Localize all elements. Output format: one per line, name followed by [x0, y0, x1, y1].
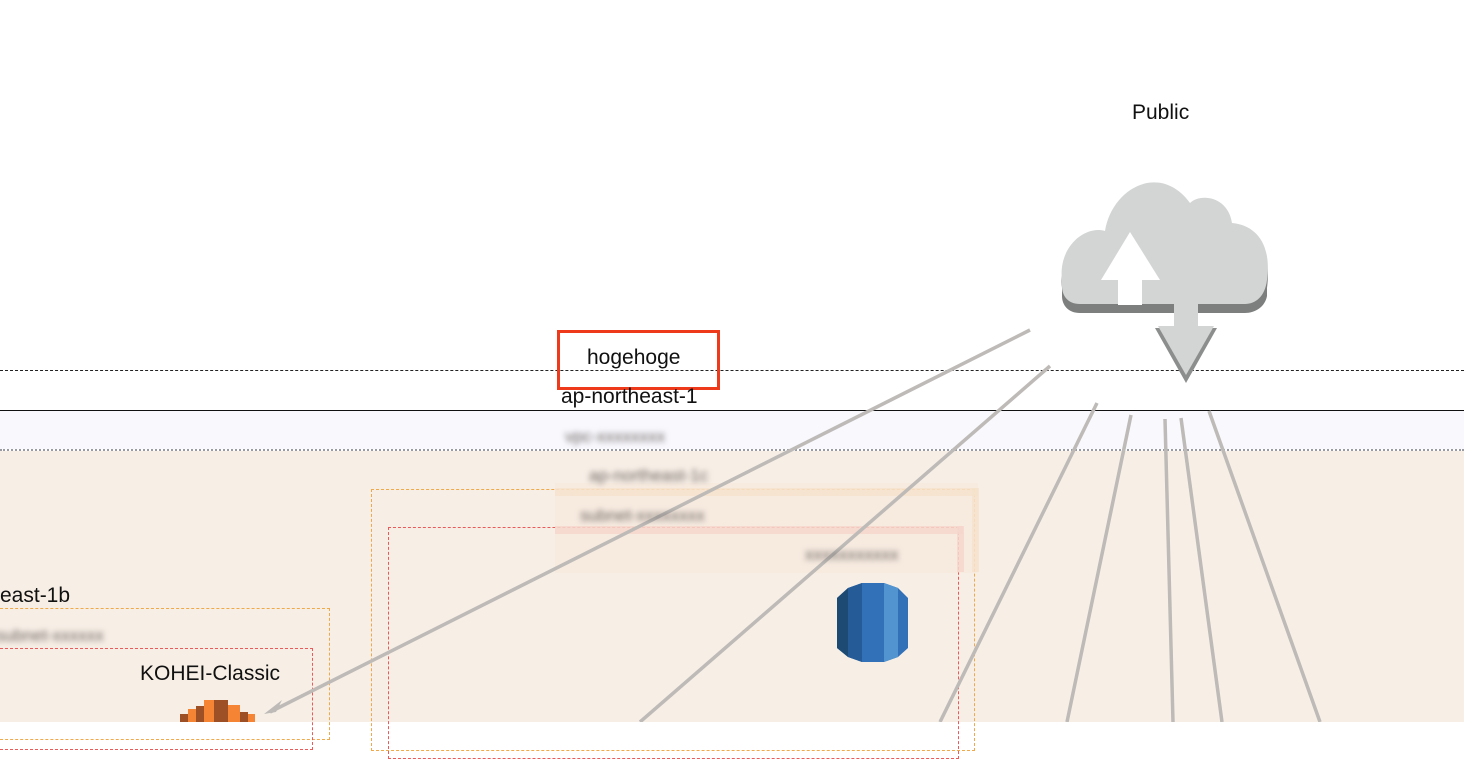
- connector-5: [1179, 417, 1224, 722]
- selection-highlight[interactable]: [557, 330, 720, 390]
- vpc-separator: [0, 449, 1464, 451]
- vpc-label-redacted: vpc-xxxxxxxx: [565, 427, 666, 446]
- connector-4: [1163, 418, 1175, 722]
- connector-2: [938, 402, 1099, 722]
- diagram-canvas: [180, 182, 1322, 722]
- ec2-instance-label[interactable]: KOHEI-Classic: [140, 662, 281, 685]
- selected-element-label[interactable]: hogehoge: [587, 346, 681, 369]
- subnet-label-redacted: subnet-xxxxxxxx: [580, 506, 705, 525]
- connector-1: [638, 364, 1052, 722]
- arrowhead-icon: [264, 700, 282, 714]
- rds-database-icon: [837, 583, 908, 662]
- connector-3: [1065, 414, 1133, 722]
- internet-boundary-line: [0, 370, 1464, 371]
- connector-lines: [269, 328, 1322, 722]
- az-label-redacted: ap-northeast-1c: [589, 466, 709, 485]
- region-boundary-line: [0, 410, 1464, 411]
- left-subnet-label-redacted: subnet-xxxxxx: [0, 626, 104, 645]
- ec2-instance-icon: [180, 700, 255, 722]
- connector-6: [1207, 410, 1322, 722]
- region-label: ap-northeast-1: [561, 385, 698, 408]
- connector-to-ec2: [269, 328, 1031, 714]
- az-left-label: east-1b: [0, 584, 71, 607]
- subnet-area: [0, 451, 1464, 722]
- public-label: Public: [1132, 101, 1190, 124]
- rds-label-redacted: xxxxxxxxxxx: [805, 545, 899, 564]
- internet-gateway-cloud-icon: [1061, 182, 1268, 383]
